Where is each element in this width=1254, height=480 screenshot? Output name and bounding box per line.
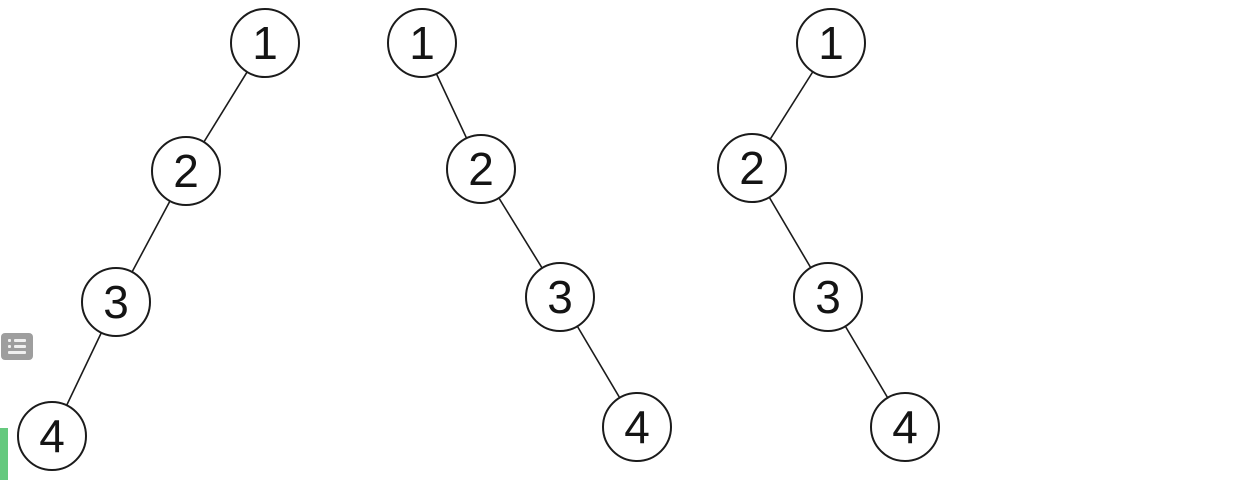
progress-indicator xyxy=(0,428,8,480)
tree-node xyxy=(602,392,672,462)
tree-node xyxy=(230,8,300,78)
tree-node xyxy=(446,134,516,204)
tree-node-label: 2 xyxy=(173,145,199,197)
list-icon-line xyxy=(8,351,26,354)
list-icon-bullet xyxy=(8,345,11,348)
list-icon-line xyxy=(14,345,26,348)
tree-node-label: 1 xyxy=(252,17,278,69)
tree-node-label: 3 xyxy=(103,276,129,328)
tree-node xyxy=(717,133,787,203)
list-icon-bullet xyxy=(8,339,11,342)
list-icon-row xyxy=(8,345,26,348)
list-icon-row xyxy=(8,339,26,342)
tree-node-label: 2 xyxy=(739,142,765,194)
list-icon-line xyxy=(14,339,26,342)
list-icon-row xyxy=(8,351,26,354)
tree-node xyxy=(151,136,221,206)
tree-node-label: 3 xyxy=(815,271,841,323)
tree-node xyxy=(870,392,940,462)
tree-node xyxy=(387,8,457,78)
tree-node-label: 4 xyxy=(39,410,65,462)
trace-list-toggle-button[interactable] xyxy=(1,333,33,360)
tree-node xyxy=(796,8,866,78)
tree-node-label: 4 xyxy=(892,401,918,453)
tree-node xyxy=(17,401,87,471)
tree-node-label: 4 xyxy=(624,401,650,453)
tree-node xyxy=(81,267,151,337)
tree-node-label: 1 xyxy=(818,17,844,69)
right-skewed-tree: 1 2 3 4 xyxy=(387,8,672,462)
tree-node xyxy=(525,262,595,332)
tree-node-label: 2 xyxy=(468,143,494,195)
zigzag-tree: 1 2 3 4 xyxy=(717,8,940,462)
left-skewed-tree: 1 2 3 4 xyxy=(17,8,300,471)
list-icon xyxy=(8,339,26,354)
tree-node-label: 1 xyxy=(409,17,435,69)
tree-node-label: 3 xyxy=(547,271,573,323)
tree-node xyxy=(793,262,863,332)
